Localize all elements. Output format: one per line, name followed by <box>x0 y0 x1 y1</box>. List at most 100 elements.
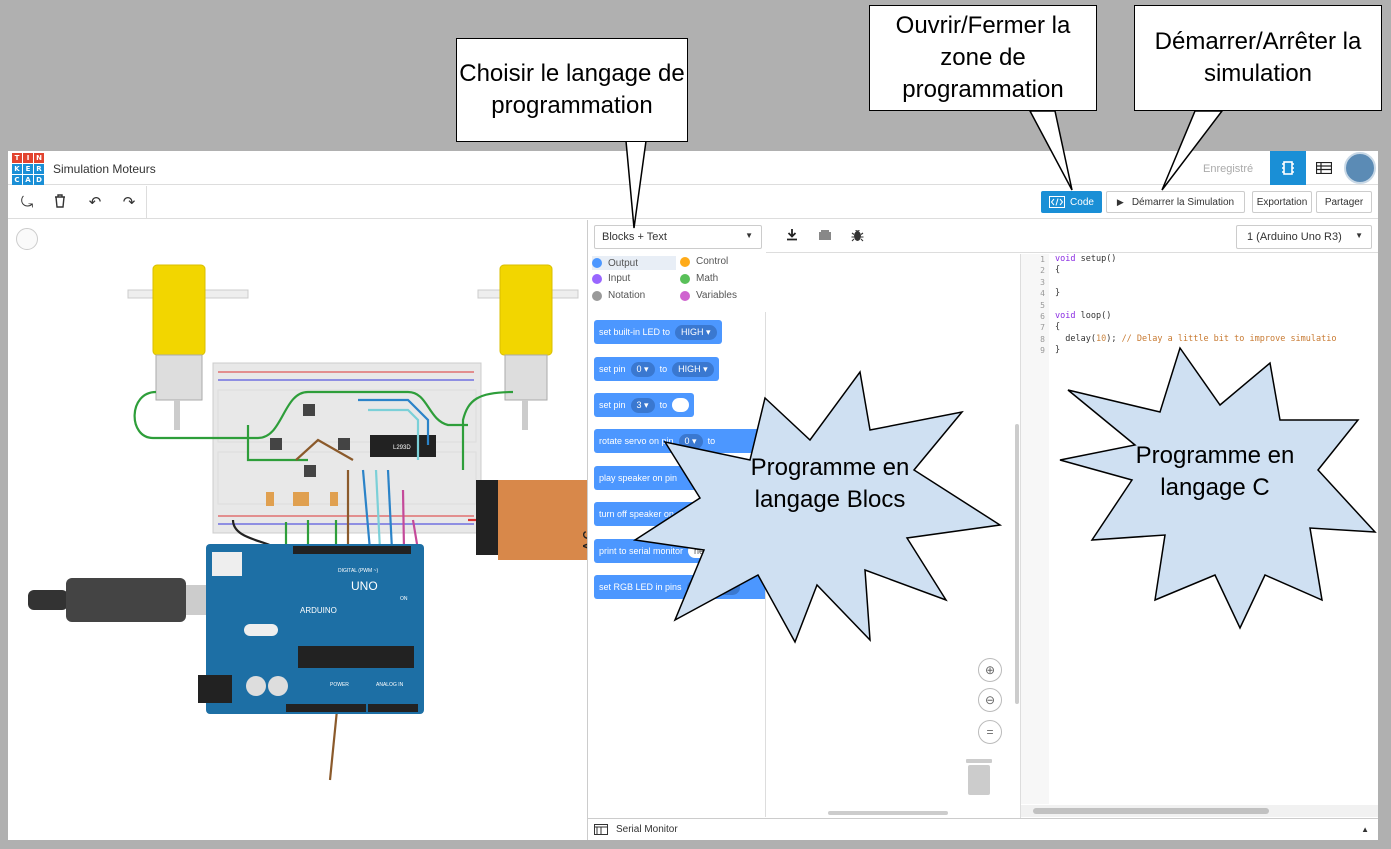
serial-monitor-bar[interactable]: Serial Monitor ▲ <box>588 818 1378 840</box>
save-status: Enregistré <box>1203 163 1254 175</box>
code-line <box>1055 300 1378 311</box>
code-button[interactable]: Code <box>1041 191 1102 213</box>
category-math[interactable]: Math <box>680 273 718 284</box>
block-print-serial[interactable]: print to serial monitor hello world <box>594 539 765 563</box>
workspace-scrollbar-horizontal[interactable] <box>828 811 948 815</box>
left-motor <box>127 264 249 430</box>
zoom-reset-icon[interactable]: = <box>978 720 1002 744</box>
code-zone-callout: Ouvrir/Fermer la zone de programmation <box>869 5 1097 111</box>
arduino-board: ARDUINO UNO DIGITAL (PWM ~) POWER ANALOG… <box>198 544 424 714</box>
category-label: Output <box>608 257 639 269</box>
simulation-callout: Démarrer/Arrêter la simulation <box>1134 5 1382 111</box>
power-label: POWER <box>330 682 349 688</box>
code-button-label: Code <box>1070 196 1094 208</box>
fit-view-button[interactable] <box>16 228 38 250</box>
serial-monitor-icon <box>594 824 608 835</box>
control-dot-icon <box>680 256 690 267</box>
user-avatar[interactable] <box>1344 152 1376 184</box>
blocks-star-text: Programme en langage Blocs <box>750 454 910 513</box>
undo-icon[interactable]: ↶ <box>88 194 102 211</box>
block-dropdown[interactable]: HIGH ▾ <box>675 324 717 340</box>
on-label: ON <box>400 596 408 602</box>
chip-icon <box>1282 161 1294 175</box>
line-number: 1 <box>1040 255 1045 264</box>
download-icon[interactable] <box>783 228 801 246</box>
block-set-builtin-led[interactable]: set built-in LED to HIGH ▾ <box>594 320 722 344</box>
block-dropdown[interactable]: 3 ▾ <box>715 579 740 595</box>
chevron-up-icon[interactable]: ▲ <box>1361 825 1369 834</box>
scrollbar-thumb[interactable] <box>1033 808 1269 814</box>
category-label: Control <box>696 256 729 267</box>
code-line: void setup() <box>1055 254 1117 264</box>
input-dot-icon <box>592 273 602 284</box>
block-set-pin[interactable]: set pin 0 ▾ to HIGH ▾ <box>594 357 719 381</box>
rotate-icon[interactable]: ⤿ <box>20 194 34 211</box>
zoom-out-icon[interactable]: ⊖ <box>978 688 1002 712</box>
block-label: set pin <box>599 364 626 374</box>
block-dropdown[interactable]: 0 ▾ <box>678 433 703 449</box>
block-dropdown[interactable]: HIGH ▾ <box>672 361 714 377</box>
blocks-workspace[interactable]: ⊕ ⊖ = <box>766 254 1021 818</box>
code-line: { <box>1055 322 1061 333</box>
block-rotate-servo[interactable]: rotate servo on pin 0 ▾ to <box>594 429 765 453</box>
debugger-bug-icon[interactable] <box>848 228 866 246</box>
start-simulation-button[interactable]: ▶ Démarrer la Simulation <box>1106 191 1245 213</box>
block-dropdown[interactable]: 0 ▾ <box>693 506 718 522</box>
code-toolbar: 1 (Arduino Uno R3) ▼ <box>766 220 1378 253</box>
block-dropdown[interactable]: 3 ▾ <box>630 397 655 413</box>
zoom-in-icon[interactable]: ⊕ <box>978 658 1002 682</box>
battery: 9V <box>476 480 587 560</box>
component-list-button[interactable] <box>1306 151 1342 185</box>
block-label: turn off speaker on pin <box>599 509 689 519</box>
line-number: 8 <box>1040 334 1045 344</box>
block-label: set RGB LED in pins <box>599 582 682 592</box>
editor-toolbar: ⤿ ↶ ↷ Code ▶ Démarrer la Simulation Expo… <box>8 186 1378 219</box>
category-label: Notation <box>608 290 646 301</box>
notation-dot-icon <box>592 290 602 301</box>
battery-label: 9V <box>579 530 587 552</box>
circuit-canvas[interactable]: L293D <box>8 220 587 840</box>
workspace-scrollbar-vertical[interactable] <box>1015 424 1019 704</box>
block-categories: Output Control Input Math Notation Varia… <box>588 253 766 311</box>
category-notation[interactable]: Notation <box>592 290 645 301</box>
block-value[interactable]: hello world <box>688 544 744 558</box>
list-icon <box>1316 162 1332 174</box>
category-label: Variables <box>696 290 737 301</box>
block-set-rgb-led[interactable]: set RGB LED in pins 3 ▾ 3 ▾ <box>594 575 765 599</box>
block-dropdown[interactable]: 0 ▾ <box>630 361 655 377</box>
block-value[interactable] <box>672 398 690 412</box>
code-editor[interactable]: 1 2 3 4 5 6 7 8 9 void setup() { } void … <box>1021 254 1378 818</box>
code-line <box>1055 277 1378 288</box>
export-button[interactable]: Exportation <box>1252 191 1312 213</box>
code-line: { <box>1055 265 1061 276</box>
board-select[interactable]: 1 (Arduino Uno R3) ▼ <box>1236 225 1372 249</box>
serial-monitor-label: Serial Monitor <box>616 824 678 835</box>
document-title[interactable]: Simulation Moteurs <box>53 162 156 176</box>
start-simulation-label: Démarrer la Simulation <box>1131 196 1235 208</box>
category-input[interactable]: Input <box>592 273 630 284</box>
share-button[interactable]: Partager <box>1316 191 1372 213</box>
editor-scrollbar-horizontal[interactable] <box>1021 805 1378 817</box>
code-line: } <box>1055 288 1061 299</box>
code-text[interactable]: void setup() { } void loop() { delay(10)… <box>1055 254 1378 357</box>
redo-icon[interactable]: ↷ <box>122 194 136 211</box>
category-control[interactable]: Control <box>680 256 728 267</box>
arduino-brand: ARDUINO <box>300 606 337 615</box>
language-mode-select[interactable]: Blocks + Text ▼ <box>594 225 762 249</box>
library-icon[interactable] <box>816 228 834 246</box>
language-mode-value: Blocks + Text <box>602 231 667 243</box>
line-number: 5 <box>1040 300 1045 310</box>
block-label: to <box>659 364 668 374</box>
delete-icon[interactable] <box>51 194 69 212</box>
category-variables[interactable]: Variables <box>680 290 737 301</box>
block-set-pin-analog[interactable]: set pin 3 ▾ to <box>594 393 695 417</box>
trash-icon[interactable] <box>966 757 992 795</box>
line-number: 7 <box>1040 323 1045 333</box>
category-output[interactable]: Output <box>592 256 676 270</box>
circuit-view-button[interactable] <box>1270 151 1306 185</box>
code-line: delay(10); // Delay a little bit to impr… <box>1055 333 1337 344</box>
block-dropdown[interactable]: 3 ▾ <box>686 579 711 595</box>
callout-text: Ouvrir/Fermer la zone de programmation <box>895 12 1071 103</box>
